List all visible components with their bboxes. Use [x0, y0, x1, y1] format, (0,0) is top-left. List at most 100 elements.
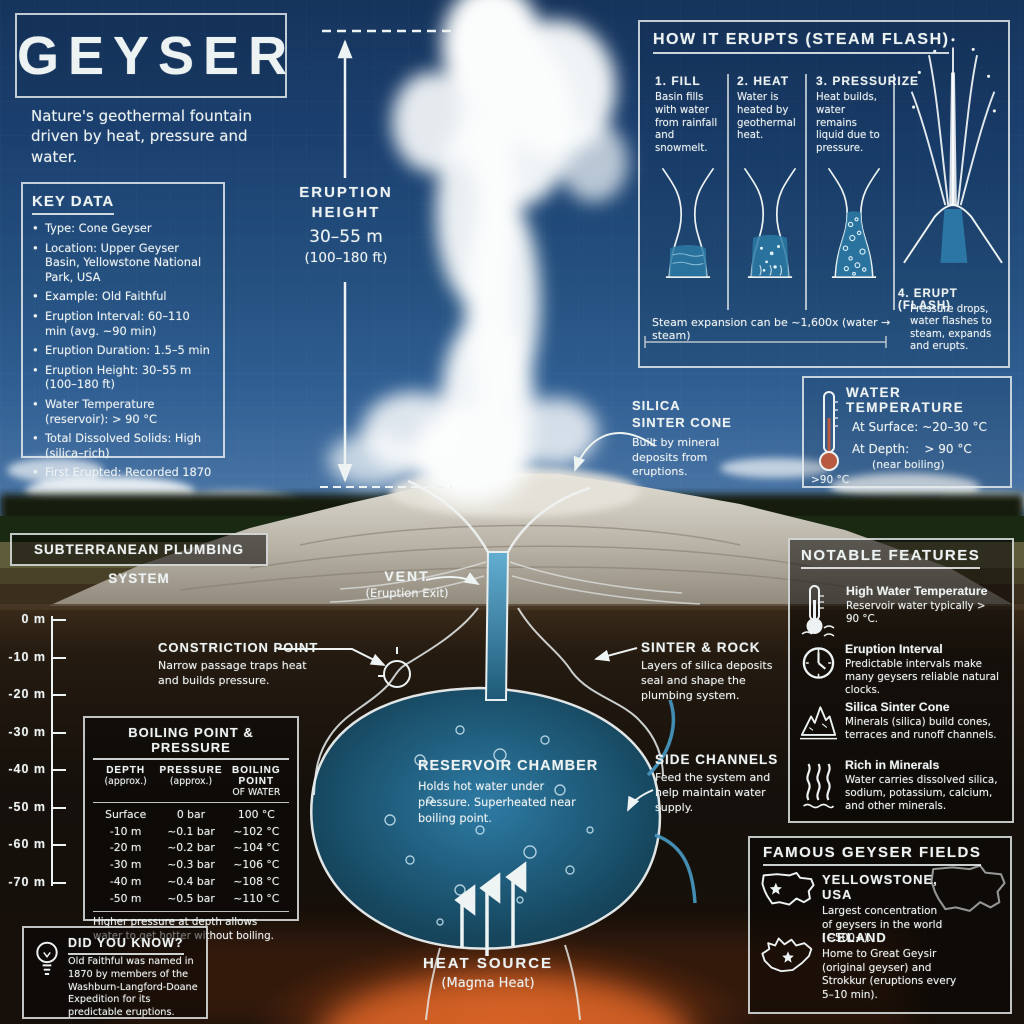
side-channel-left [646, 699, 697, 904]
eruption-height-label: ERUPTION HEIGHT 30–55 m (100–180 ft) [265, 184, 427, 266]
side-channels-annotation: SIDE CHANNELS Feed the system and help m… [655, 752, 795, 816]
key-data-item: Example: Old Faithful [32, 289, 214, 304]
steam-expansion-note: Steam expansion can be ~1,600x (water → … [652, 316, 891, 342]
boiling-pressure-panel: BOILING POINT & PRESSURE DEPTH(approx.) … [83, 716, 299, 942]
step2-label: 2. HEAT [737, 74, 790, 88]
lightbulb-icon [36, 941, 58, 975]
eruption-height-value: 30–55 m [309, 227, 383, 247]
depth-temp-sub: (near boiling) [872, 458, 945, 471]
heat-arrows [454, 861, 527, 956]
bubbles [384, 725, 594, 926]
surface-temp: At Surface: ~20–30 °C [852, 420, 987, 434]
eruption-height-value-ft: (100–180 ft) [304, 250, 388, 266]
key-data-item: Total Dissolved Solids: High (silica–ric… [32, 431, 214, 460]
title-box: GEYSER [15, 13, 287, 98]
boiling-table-header: DEPTH(approx.) PRESSURE(approx.) BOILING… [93, 765, 289, 803]
key-data-title: KEY DATA [32, 193, 115, 215]
geyser-plume [328, 0, 628, 503]
subterranean-header-label: SUBTERRANEAN PLUMBING SYSTEM [34, 542, 244, 586]
sinter-rock-annotation: SINTER & ROCK Layers of silica deposits … [641, 640, 801, 704]
steam-icon [803, 763, 835, 809]
yellowstone-desc: Largest concentration of geysers in the … [822, 905, 943, 945]
step1-desc: Basin fills with water from rainfall and… [655, 92, 718, 154]
notable-features-panel: NOTABLE FEATURES High Water Temperature … [788, 538, 1014, 823]
vent-annotation: VENT (Eruption Exit) [352, 568, 462, 600]
feature-title: Rich in Minerals [845, 758, 940, 772]
step-divider [893, 74, 895, 310]
thermometer-icon [819, 391, 839, 471]
step-divider [805, 74, 807, 310]
table-row: -20 m~0.2 bar~104 °C [109, 841, 280, 855]
iceland-desc: Home to Great Geysir (original geyser) a… [822, 948, 957, 1001]
table-row: -40 m~0.4 bar~108 °C [109, 874, 280, 888]
table-row: -30 m~0.3 bar~106 °C [109, 858, 280, 872]
how-it-erupts-title: HOW IT ERUPTS (STEAM FLASH) [653, 31, 950, 54]
reservoir-annotation: RESERVOIR CHAMBER Holds hot water under … [418, 758, 608, 826]
key-data-panel: KEY DATA Type: Cone Geyser Location: Upp… [21, 182, 225, 480]
depth-label-20: -20 m [8, 687, 46, 701]
key-data-item: Location: Upper Geyser Basin, Yellowston… [32, 241, 214, 285]
key-data-list: Type: Cone Geyser Location: Upper Geyser… [32, 221, 214, 480]
heat-source-sub: (Magma Heat) [441, 976, 535, 991]
thermometer-label: >90 °C [811, 474, 850, 486]
water-temperature-panel: WATER TEMPERATURE >90 °C At Surface: ~20… [802, 376, 1012, 488]
silica-cone-desc: Built by mineral deposits from eruptions… [632, 435, 720, 479]
side-channels-title: SIDE CHANNELS [655, 752, 779, 767]
step3-desc: Heat builds, water remains liquid due to… [816, 92, 880, 154]
erupt-stage-sketch [903, 38, 1003, 264]
step1-label: 1. FILL [655, 74, 701, 88]
fill-stage-sketch [661, 167, 715, 278]
sinter-rock-title: SINTER & ROCK [641, 640, 761, 655]
silica-cone-annotation: SILICA SINTER CONE Built by mineral depo… [632, 398, 792, 480]
famous-fields-title: FAMOUS GEYSER FIELDS [763, 844, 982, 866]
sinter-rock-desc: Layers of silica deposits seal and shape… [641, 659, 773, 702]
notable-features-title: NOTABLE FEATURES [801, 547, 981, 569]
feature-desc: Predictable intervals make many geysers … [845, 658, 999, 697]
side-channels-desc: Feed the system and help maintain water … [655, 771, 771, 814]
boiling-table-title: BOILING POINT & PRESSURE [93, 725, 289, 760]
reservoir-desc: Holds hot water under pressure. Superhea… [418, 780, 576, 825]
mountain-icon [800, 706, 837, 740]
feature-desc: Water carries dissolved silica, sodium, … [845, 774, 998, 813]
feature-silica-sinter-cone: Silica Sinter Cone Minerals (silica) bui… [800, 700, 1000, 744]
did-you-know-desc: Old Faithful was named in 1870 by member… [68, 956, 198, 1019]
step-divider [727, 74, 729, 310]
feature-eruption-interval: Eruption Interval Predictable intervals … [800, 642, 1000, 698]
key-data-item: Water Temperature (reservoir): > 90 °C [32, 397, 214, 426]
table-row: -50 m~0.5 bar~110 °C [109, 891, 280, 905]
step2-desc: Water is heated by geothermal heat. [737, 92, 796, 142]
famous-fields-panel: FAMOUS GEYSER FIELDS YELLOWSTONE, USA La… [748, 836, 1012, 1014]
step4-label: 4. ERUPT (FLASH) [898, 288, 958, 312]
thermometer-icon [801, 585, 835, 637]
depth-label-70: -70 m [8, 875, 46, 889]
did-you-know-panel: DID YOU KNOW? Old Faithful was named in … [22, 926, 208, 1019]
feature-high-water-temp: High Water Temperature Reservoir water t… [800, 584, 1000, 638]
vent-sub: (Eruption Exit) [365, 586, 449, 600]
usa-map-outline-large [930, 864, 1006, 912]
usa-map-icon [761, 871, 815, 906]
feature-rich-in-minerals: Rich in Minerals Water carries dissolved… [800, 758, 1000, 814]
eruption-height-line1: ERUPTION [299, 184, 393, 201]
feature-title: Silica Sinter Cone [845, 700, 950, 714]
key-data-item: Eruption Duration: 1.5–5 min [32, 343, 214, 358]
iceland-map-icon [761, 937, 813, 973]
key-data-item: Eruption Height: 30–55 m (100–180 ft) [32, 363, 214, 392]
key-data-item: First Erupted: Recorded 1870 [32, 465, 214, 480]
key-data-item: Type: Cone Geyser [32, 221, 214, 236]
heat-source-title: HEAT SOURCE [422, 955, 554, 972]
feature-desc: Minerals (silica) build cones, terraces … [845, 716, 997, 742]
how-it-erupts-panel: HOW IT ERUPTS (STEAM FLASH) 1. FILL Basi… [638, 20, 1010, 368]
feature-desc: Reservoir water typically > 90 °C. [846, 600, 986, 626]
did-you-know-title: DID YOU KNOW? [68, 936, 184, 955]
plumbing-system [310, 479, 701, 1021]
feature-title: Eruption Interval [845, 642, 943, 656]
feature-title: High Water Temperature [846, 584, 988, 598]
page-subtitle: Nature's geothermal fountain driven by h… [31, 107, 252, 166]
depth-label-40: -40 m [8, 762, 46, 776]
vent-title: VENT [384, 568, 430, 584]
depth-label-30: -30 m [8, 725, 46, 739]
reservoir-chamber-shape [310, 686, 662, 950]
